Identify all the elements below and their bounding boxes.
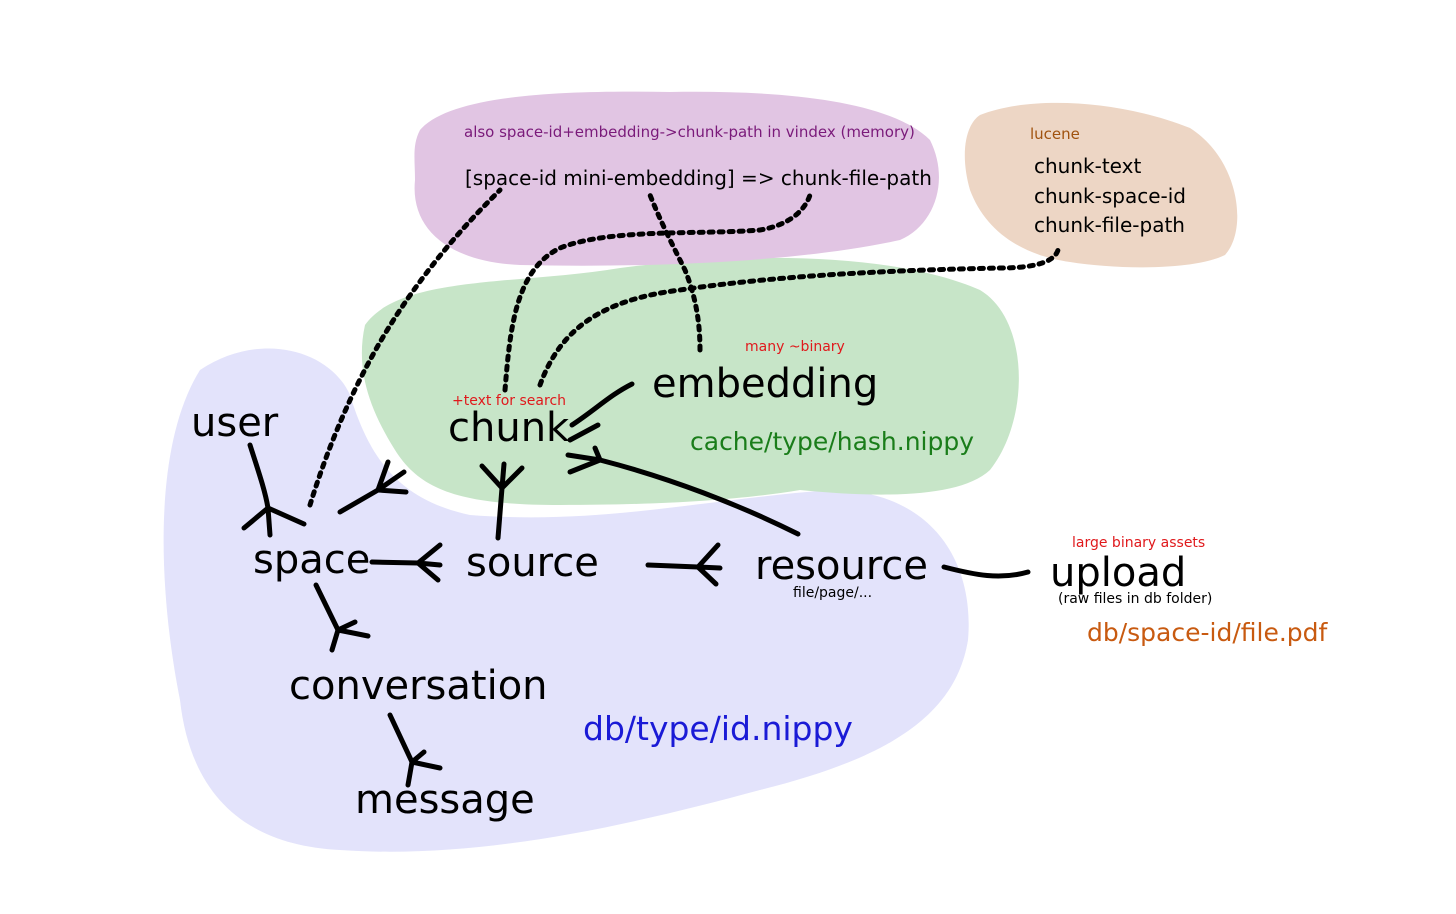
rel-chunk-embedding-foot	[567, 422, 601, 443]
link-chunk-to-lucene	[537, 247, 1061, 388]
crowfoot-space-conversation	[329, 619, 371, 653]
vindex-mapping: [space-id mini-embedding] => chunk-file-…	[465, 166, 932, 190]
crowfoot-source-chunk	[479, 461, 525, 491]
entity-message: message	[355, 777, 535, 823]
lucene-field-chunk-file-path: chunk-file-path	[1034, 213, 1185, 237]
crowfoot-conversation-message	[405, 749, 443, 788]
entity-upload: upload	[1050, 550, 1187, 596]
upload-path-label: db/space-id/file.pdf	[1087, 618, 1328, 647]
rel-resource-upload	[941, 564, 1031, 579]
entity-space: space	[253, 537, 371, 583]
upload-note: large binary assets	[1072, 535, 1206, 551]
rel-space-conversation	[313, 582, 341, 633]
cache-region	[361, 257, 1019, 505]
cache-path-label: cache/type/hash.nippy	[690, 427, 975, 456]
chunk-note: +text for search	[452, 393, 567, 409]
crowfoot-resource-source	[695, 542, 723, 587]
upload-subtitle: (raw files in db folder)	[1058, 591, 1213, 607]
vindex-note: also space-id+embedding->chunk-path in v…	[464, 123, 915, 141]
rel-source-chunk	[495, 485, 505, 541]
entity-resource: resource	[755, 543, 929, 589]
crowfoot-space-source	[415, 542, 443, 583]
rel-space-chunk	[337, 487, 381, 515]
lucene-field-chunk-text: chunk-text	[1034, 154, 1142, 178]
lucene-field-chunk-space-id: chunk-space-id	[1034, 184, 1186, 208]
embedding-note: many ~binary	[745, 339, 845, 355]
crowfoot-space-chunk	[375, 459, 409, 495]
rel-space-source	[369, 559, 421, 566]
entity-conversation: conversation	[289, 663, 548, 709]
rel-resource-chunk	[597, 457, 801, 537]
entity-embedding: embedding	[652, 361, 879, 407]
lucene-region	[964, 102, 1238, 268]
lucene-title: lucene	[1030, 125, 1080, 143]
crowfoot-user-space	[241, 505, 307, 538]
rel-resource-source	[645, 562, 701, 570]
crowfoot-resource-chunk	[565, 445, 603, 475]
entity-chunk: chunk	[448, 405, 570, 451]
rel-chunk-embedding	[569, 381, 635, 428]
link-space-to-vindex	[307, 187, 503, 508]
resource-subtitle: file/page/...	[793, 585, 873, 601]
link-embedding-to-vindex	[647, 192, 703, 353]
link-chunk-to-vindex	[502, 192, 813, 393]
entity-source: source	[466, 540, 599, 586]
db-region	[163, 348, 969, 852]
rel-conversation-message	[387, 712, 415, 765]
rel-user-space	[247, 442, 271, 511]
db-path-label: db/type/id.nippy	[583, 709, 853, 748]
vindex-region	[414, 91, 939, 266]
entity-user: user	[191, 400, 279, 446]
